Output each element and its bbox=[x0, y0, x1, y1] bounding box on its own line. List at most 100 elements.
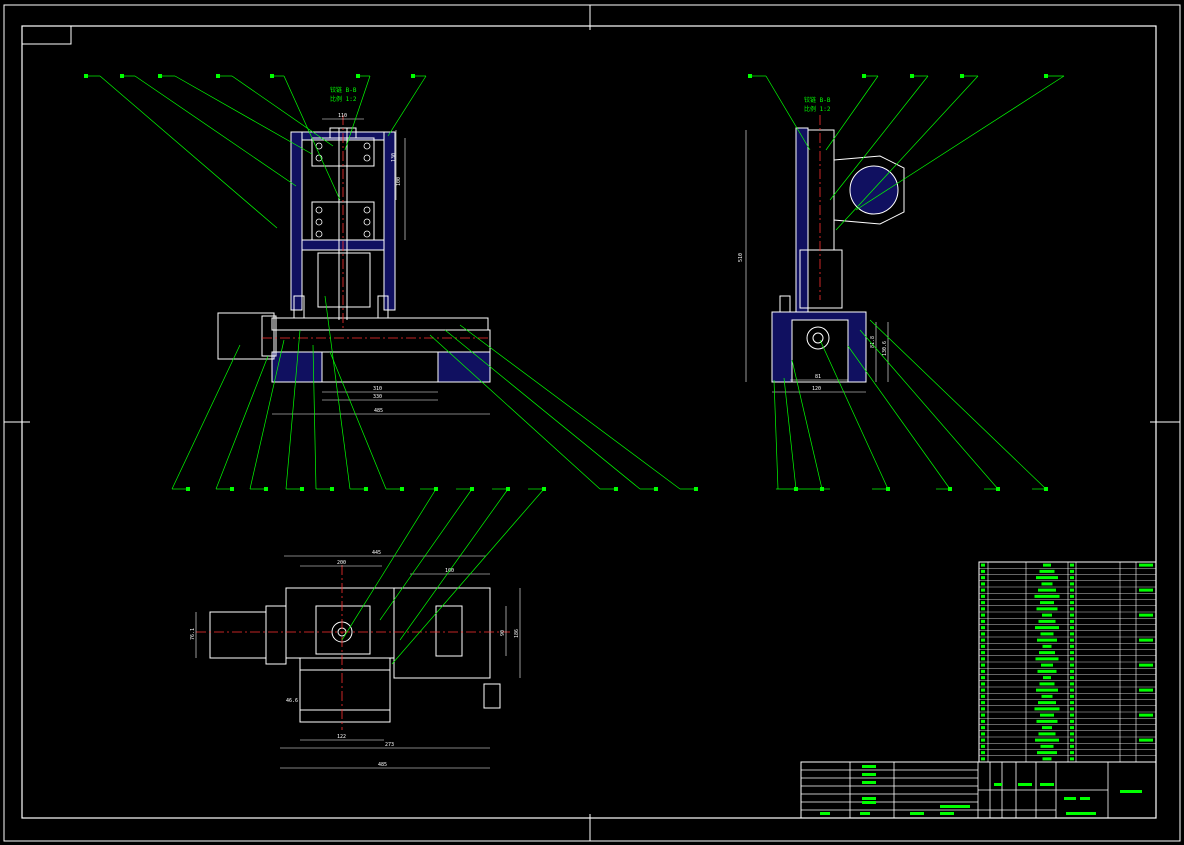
bom-row-qty bbox=[1070, 576, 1074, 580]
bom-row-mark bbox=[1038, 732, 1056, 736]
front-leaders-top bbox=[86, 75, 427, 229]
bom-row-mark bbox=[1039, 651, 1055, 655]
bom-row-note bbox=[1139, 713, 1153, 717]
bom-row-qty bbox=[1070, 738, 1074, 742]
drawing-frame bbox=[3, 4, 1181, 842]
front-bearing-blocks bbox=[311, 127, 375, 320]
bom-row-qty bbox=[1070, 694, 1074, 698]
front-leaders-bottom bbox=[171, 295, 696, 490]
bom-row-number bbox=[981, 663, 985, 667]
side-dim-height: 510 bbox=[738, 253, 744, 262]
bom-row-mark bbox=[1040, 601, 1054, 605]
bom-row-number bbox=[981, 744, 985, 748]
bom-row-mark bbox=[1041, 582, 1053, 586]
bom-row-mark bbox=[1038, 619, 1056, 623]
bom-row-qty bbox=[1070, 582, 1074, 586]
bom-row-mark bbox=[1036, 719, 1058, 723]
front-dim-overall: 485 bbox=[374, 408, 383, 414]
bom-row-qty bbox=[1070, 563, 1074, 567]
bom-row-number bbox=[981, 626, 985, 630]
bom-row-mark bbox=[1040, 713, 1054, 717]
bom-row-mark bbox=[1037, 751, 1057, 755]
bom-row-qty bbox=[1070, 663, 1074, 667]
front-view: 110 100 130 310 330 485 铰链 B-B 比例 1:2 bbox=[84, 74, 698, 491]
bom-row-mark bbox=[1043, 676, 1051, 680]
bom-row-mark bbox=[1035, 657, 1059, 661]
bom-row-qty bbox=[1070, 688, 1074, 692]
plan-dim-top-1: 200 bbox=[337, 560, 346, 566]
front-dim-right-2: 130 bbox=[391, 153, 397, 162]
plan-dim-right-h1: 186 bbox=[514, 629, 520, 638]
plan-dim-left-h: 76.1 bbox=[190, 628, 196, 640]
bom-row-mark bbox=[1036, 576, 1058, 580]
title-block-marks bbox=[820, 765, 1142, 815]
parts-list-table bbox=[978, 561, 1157, 763]
bom-row-number bbox=[981, 682, 985, 686]
bom-row-mark bbox=[1041, 694, 1053, 698]
bom-row-mark bbox=[1041, 663, 1053, 667]
bom-row-mark bbox=[1038, 588, 1056, 592]
bom-row-qty bbox=[1070, 657, 1074, 661]
bom-row-note bbox=[1139, 638, 1153, 642]
bom-row-number bbox=[981, 757, 985, 761]
bom-row-mark bbox=[1035, 738, 1059, 742]
side-view: 510 81.8 130.6 81 120 铰链 B-B 比例 1:2 bbox=[738, 74, 1065, 491]
plan-dim-top-overall: 445 bbox=[372, 550, 381, 556]
bom-row-qty bbox=[1070, 619, 1074, 623]
bom-row-number bbox=[981, 707, 985, 711]
bom-row-number bbox=[981, 613, 985, 617]
title-block bbox=[800, 761, 1157, 819]
bom-row-mark bbox=[1042, 613, 1052, 617]
bom-row-qty bbox=[1070, 638, 1074, 642]
bom-row-qty bbox=[1070, 651, 1074, 655]
side-dim-h1: 81.8 bbox=[870, 336, 876, 348]
front-dimension-text: 110 100 130 310 330 485 bbox=[338, 113, 402, 414]
bom-row-number bbox=[981, 651, 985, 655]
bom-row-note bbox=[1139, 688, 1153, 692]
plan-dim-bottom-2: 273 bbox=[385, 742, 394, 748]
bom-row-number bbox=[981, 644, 985, 648]
bom-row-mark bbox=[1040, 744, 1054, 748]
front-base bbox=[217, 295, 491, 383]
front-scale-label: 比例 1:2 bbox=[330, 95, 357, 103]
front-dim-right-1: 100 bbox=[396, 177, 402, 186]
bom-row-mark bbox=[1035, 626, 1059, 630]
bom-row-qty bbox=[1070, 676, 1074, 680]
front-section-label: 铰链 B-B bbox=[330, 86, 357, 94]
bom-row-mark bbox=[1037, 669, 1057, 673]
bom-row-qty bbox=[1070, 626, 1074, 630]
bom-row-qty bbox=[1070, 757, 1074, 761]
bom-row-qty bbox=[1070, 601, 1074, 605]
bom-row-number bbox=[981, 632, 985, 636]
bom-row-number bbox=[981, 738, 985, 742]
plan-view: 445 200 100 76.1 46.6 186 90 122 273 485 bbox=[190, 487, 546, 769]
bom-row-number bbox=[981, 719, 985, 723]
bom-row-mark bbox=[1036, 607, 1058, 611]
bom-row-mark bbox=[1034, 707, 1060, 711]
bom-row-qty bbox=[1070, 744, 1074, 748]
bom-row-qty bbox=[1070, 632, 1074, 636]
side-view-pulley bbox=[806, 326, 830, 350]
bom-row-number bbox=[981, 582, 985, 586]
plan-dim-right-h2: 90 bbox=[500, 630, 506, 636]
bom-row-qty bbox=[1070, 751, 1074, 755]
bom-row-qty bbox=[1070, 701, 1074, 705]
bom-row-note bbox=[1139, 613, 1153, 617]
bom-row-qty bbox=[1070, 588, 1074, 592]
plan-leaders bbox=[341, 488, 545, 665]
front-dimension-lines bbox=[272, 118, 490, 415]
side-dim-w2: 120 bbox=[812, 386, 821, 392]
bom-row-number bbox=[981, 601, 985, 605]
bom-row-qty bbox=[1070, 569, 1074, 573]
bom-row-note bbox=[1139, 738, 1153, 742]
bom-row-qty bbox=[1070, 669, 1074, 673]
bom-row-number bbox=[981, 607, 985, 611]
bom-row-note bbox=[1139, 663, 1153, 667]
bom-row-mark bbox=[1042, 757, 1052, 761]
front-scale-note: 铰链 B-B 比例 1:2 bbox=[330, 86, 357, 103]
bom-row-number bbox=[981, 569, 985, 573]
bom-row-mark bbox=[1042, 726, 1052, 730]
bom-row-number bbox=[981, 732, 985, 736]
plan-dimension-lines bbox=[195, 555, 521, 769]
